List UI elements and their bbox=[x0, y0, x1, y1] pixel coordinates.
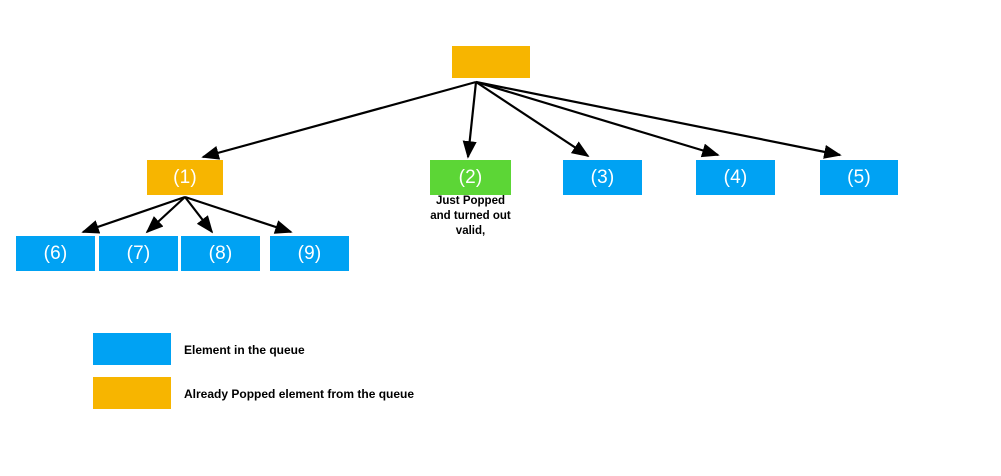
edge-root-to-n4 bbox=[475, 80, 720, 158]
tree-node-root[interactable] bbox=[452, 46, 530, 78]
tree-node-n4[interactable]: (4) bbox=[696, 160, 775, 195]
edge-n1-to-n7 bbox=[145, 196, 186, 234]
legend-popped-swatch bbox=[93, 377, 171, 409]
edge-root-to-n3 bbox=[475, 81, 590, 157]
tree-node-n5[interactable]: (5) bbox=[820, 160, 898, 195]
tree-node-n7[interactable]: (7) bbox=[99, 236, 178, 271]
edge-root-to-n5 bbox=[475, 80, 842, 159]
edge-n1-to-n8 bbox=[184, 196, 214, 234]
tree-node-n2[interactable]: (2) bbox=[430, 160, 511, 195]
legend-in-queue-label: Element in the queue bbox=[184, 343, 305, 357]
edge-root-to-n2 bbox=[462, 81, 478, 159]
tree-node-n1[interactable]: (1) bbox=[147, 160, 223, 195]
legend-popped-label: Already Popped element from the queue bbox=[184, 387, 415, 401]
tree-node-n3[interactable]: (3) bbox=[563, 160, 642, 195]
tree-node-n6[interactable]: (6) bbox=[16, 236, 95, 271]
tree-node-n9[interactable]: (9) bbox=[270, 236, 349, 271]
edge-root-to-n1 bbox=[201, 80, 477, 160]
legend-in-queue-swatch bbox=[93, 333, 171, 365]
tree-node-n8[interactable]: (8) bbox=[181, 236, 260, 271]
edge-n1-to-n6 bbox=[81, 195, 186, 234]
edge-n1-to-n9 bbox=[184, 195, 293, 234]
node-caption-n2: Just Popped and turned out valid, bbox=[430, 195, 511, 238]
